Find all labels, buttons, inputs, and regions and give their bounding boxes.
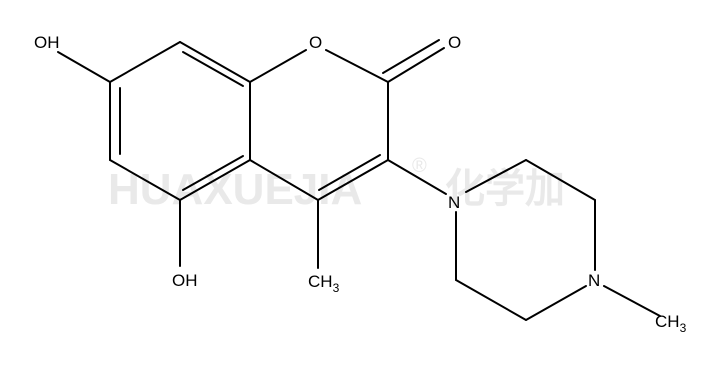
bond-c3-c4	[317, 159, 389, 201]
atom-ch3-main-label: CH	[308, 272, 333, 291]
bond-c4-c4a	[249, 159, 319, 201]
bond-ca-cb	[525, 159, 596, 201]
atom-ch3-n-subscript: 3	[680, 321, 687, 335]
bond-c8-c8a	[179, 41, 251, 83]
atom-ch3-n: CH3	[655, 312, 687, 335]
bond-c4a-c5-double	[182, 155, 244, 191]
bonds	[57, 39, 661, 321]
atom-o-ring: O	[309, 33, 322, 52]
watermark-registered-mark: ®	[412, 155, 427, 177]
bond-n2-ch3	[603, 285, 661, 317]
bond-n2-cc	[525, 285, 587, 321]
bond-o1-c2	[325, 49, 389, 83]
bond-c3-c4-double	[318, 154, 381, 191]
watermark-chinese-text: 化学加	[445, 166, 565, 212]
atom-ch3-n-label: CH	[655, 312, 680, 331]
bond-c8-c8a-double	[182, 51, 244, 87]
bond-c5-c6	[109, 159, 181, 201]
watermark-text: HUAXUEJIA	[108, 165, 362, 214]
bond-c8a-o1	[249, 49, 307, 83]
bond-n1-ca	[465, 159, 527, 193]
atom-ch3-main-subscript: 3	[333, 281, 340, 295]
atom-n1: N	[448, 193, 460, 212]
bond-c4a-c5	[179, 159, 251, 201]
atom-oh-top: OH	[34, 33, 60, 52]
watermark: HUAXUEJIA ® 化学加	[108, 155, 565, 214]
atom-oh-bottom: OH	[172, 271, 198, 290]
bond-cc-cd	[455, 279, 527, 321]
bond-c7-c8	[109, 41, 181, 83]
bond-c3-n1	[387, 159, 447, 195]
bond-c2-o-carbonyl	[387, 47, 445, 83]
atom-labels: OH O O OH CH3 N N CH3	[34, 33, 687, 335]
bond-c2-o-carbonyl-double	[382, 39, 440, 74]
atom-ch3-main: CH3	[308, 272, 340, 295]
atom-n2: N	[588, 271, 600, 290]
bond-c7-oh	[57, 51, 111, 83]
atom-o-carbonyl: O	[448, 33, 461, 52]
